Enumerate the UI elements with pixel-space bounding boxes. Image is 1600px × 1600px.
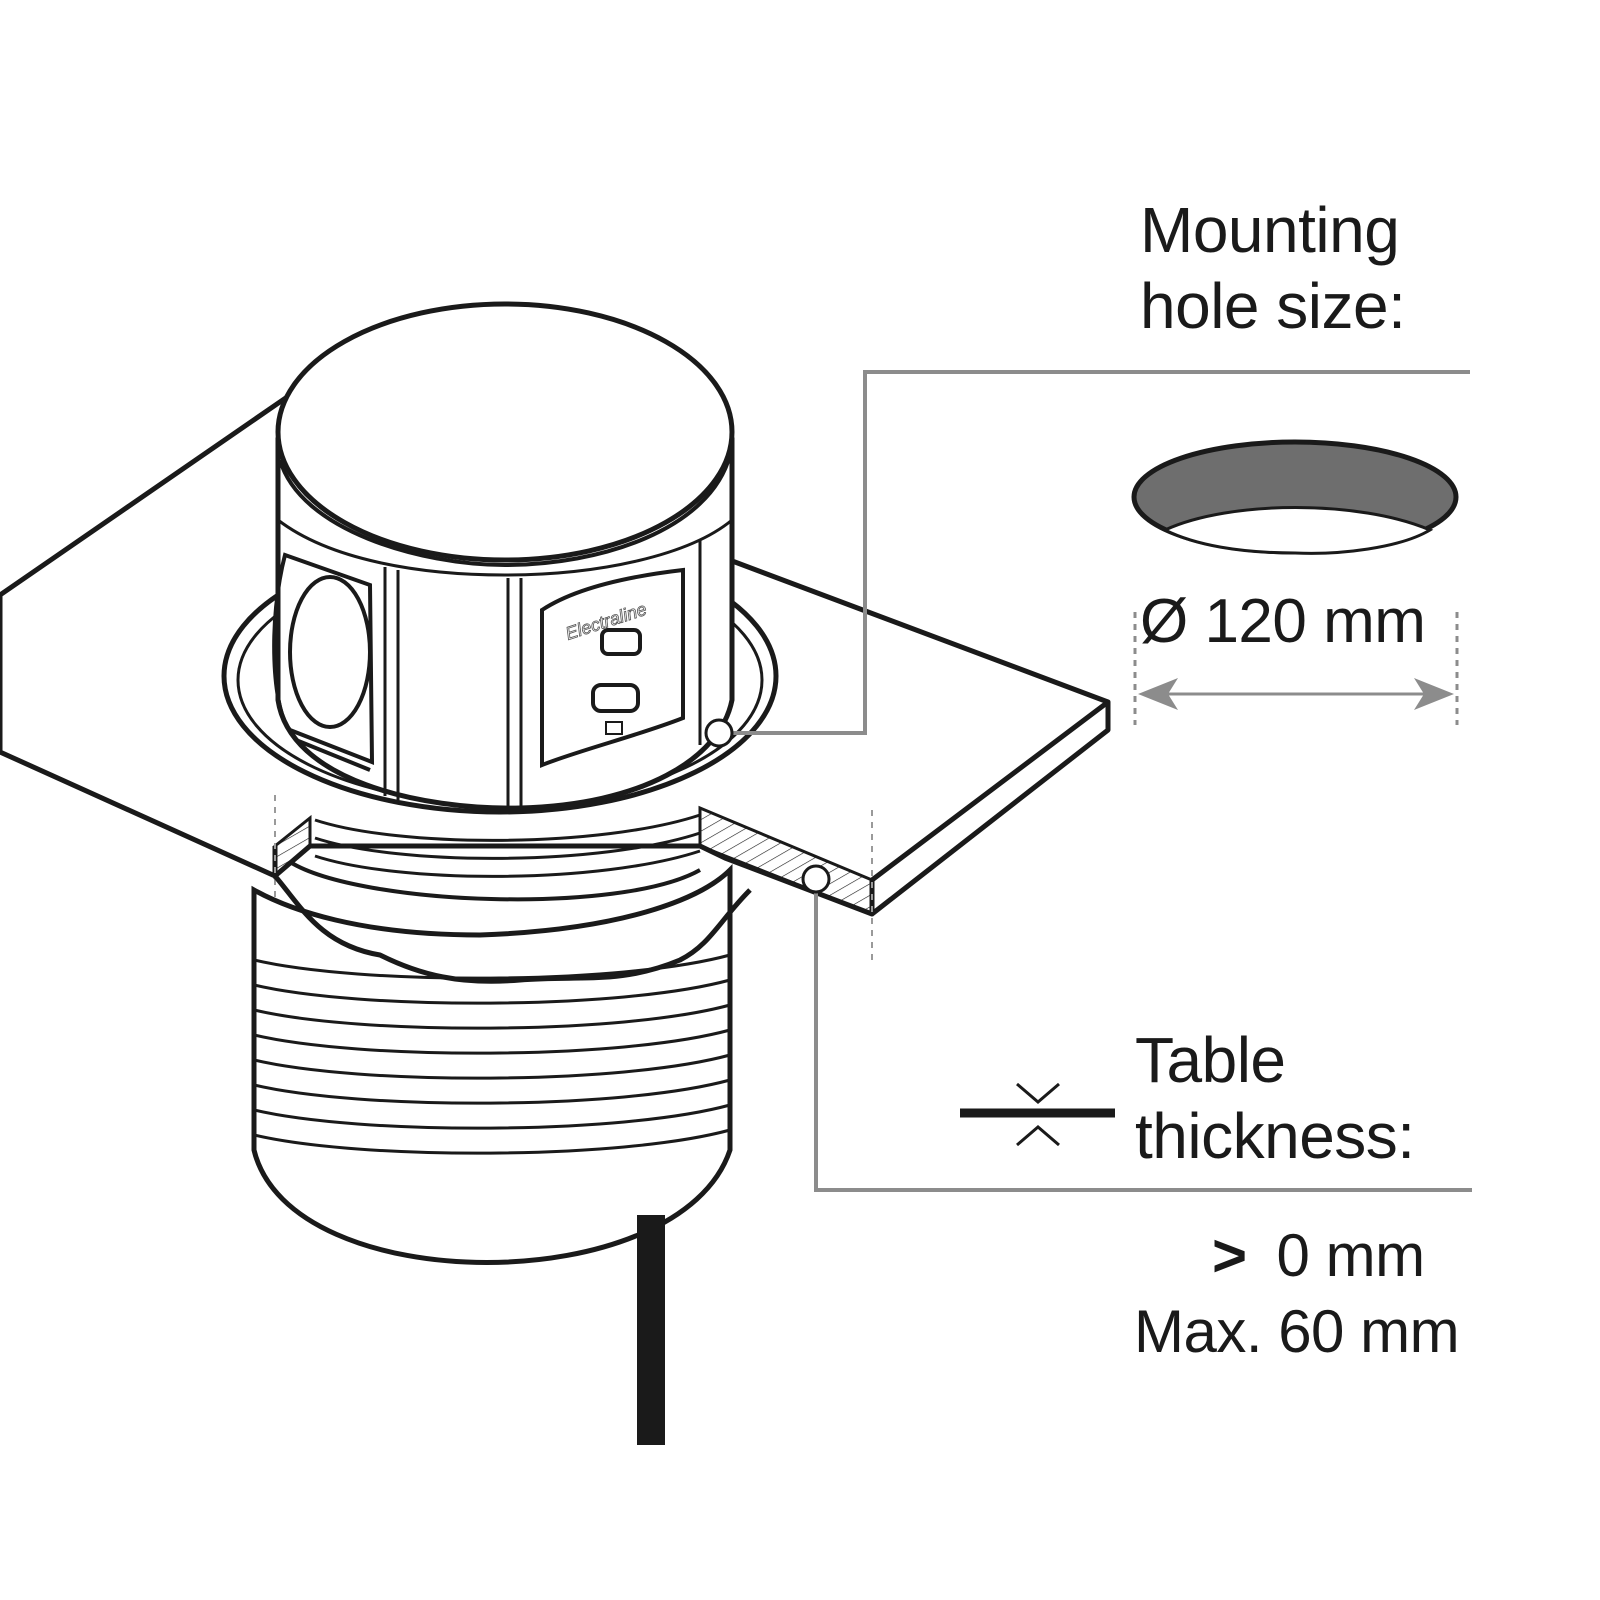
usb-port-a bbox=[600, 628, 642, 656]
threaded-body bbox=[251, 863, 733, 1265]
leader-lines bbox=[719, 370, 1472, 1192]
arrow-right bbox=[1414, 678, 1454, 710]
socket-outlet bbox=[272, 552, 375, 772]
thickness-symbol-icon bbox=[960, 1082, 1115, 1147]
leader-mounting-hole bbox=[719, 370, 1470, 735]
upper-thread bbox=[314, 813, 701, 878]
tower-lid bbox=[275, 301, 735, 563]
mounting-hole-title-line2: hole size: bbox=[1140, 270, 1406, 342]
tower-collar bbox=[278, 454, 732, 568]
clamp-nut-edge bbox=[273, 874, 752, 984]
mounting-hole-icon bbox=[1131, 439, 1459, 555]
table-thickness-title-line2: thickness: bbox=[1135, 1100, 1415, 1172]
clamp-nut-rim bbox=[288, 860, 701, 902]
min-thickness-label: >0 mm bbox=[1212, 1218, 1425, 1294]
diameter-label: Ø 120 mm bbox=[1140, 587, 1426, 656]
table-cut-section bbox=[273, 805, 874, 917]
greater-than-symbol: > bbox=[1212, 1222, 1247, 1289]
thread-lines bbox=[253, 953, 731, 1155]
leader-thickness bbox=[814, 879, 1472, 1192]
diameter-dimension bbox=[1133, 612, 1459, 725]
arrow-left bbox=[1138, 678, 1178, 710]
min-thickness-value: 0 mm bbox=[1276, 1222, 1426, 1289]
power-cable bbox=[637, 1215, 665, 1445]
max-thickness-label: Max. 60 mm bbox=[1134, 1298, 1460, 1365]
usb-port-c bbox=[591, 683, 640, 713]
tower-panel-lines bbox=[277, 518, 733, 810]
usb-module bbox=[540, 567, 685, 768]
table-thickness-title-line1: Table bbox=[1135, 1024, 1286, 1096]
mounting-hole-title-line1: Mounting bbox=[1140, 194, 1400, 266]
callout-dot-flange bbox=[704, 718, 734, 748]
callout-dot-table bbox=[801, 864, 831, 894]
